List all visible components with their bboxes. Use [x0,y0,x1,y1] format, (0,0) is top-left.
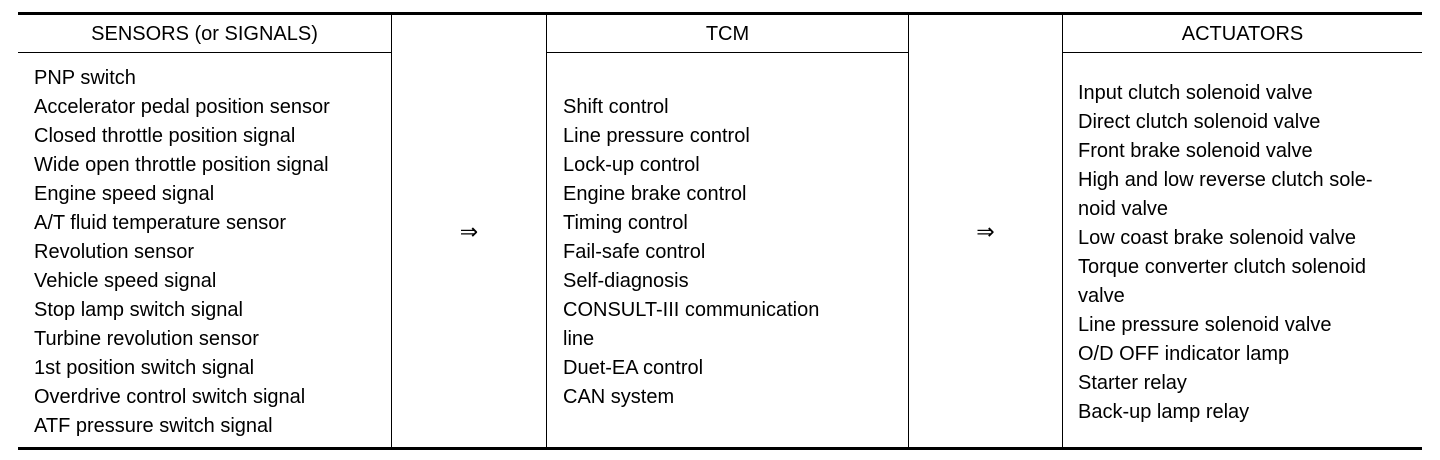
tcm-header: TCM [547,15,908,53]
list-item: Input clutch solenoid valve [1078,82,1313,104]
list-item: Fail-safe control [563,241,706,263]
list-item: Duet-EA control [563,357,704,379]
arrow-column-1: ⇒ [391,15,547,447]
right-arrow-icon: ⇒ [976,220,995,245]
list-item: Engine brake control [563,183,747,205]
list-item: Low coast brake solenoid valve [1078,227,1356,249]
list-item: Torque converter clutch solenoid [1078,256,1366,278]
list-item: CAN system [563,386,675,408]
list-item: Self-diagnosis [563,270,689,292]
list-item: Line pressure solenoid valve [1078,314,1332,336]
list-item: line [563,328,595,350]
right-arrow-icon: ⇒ [459,220,479,245]
list-item: Lock-up control [563,154,700,176]
list-item: noid valve [1078,198,1169,220]
list-item: Shift control [563,96,669,118]
list-item: Accelerator pedal position sensor [34,96,330,118]
list-item: Wide open throttle position signal [34,154,329,176]
list-item: Overdrive control switch signal [34,386,306,408]
arrow-column-2: ⇒ [908,15,1063,447]
list-item: PNP switch [34,67,136,89]
list-item: High and low reverse clutch sole- [1078,169,1373,191]
list-item: Revolution sensor [34,241,195,263]
list-item: Stop lamp switch signal [34,299,243,321]
list-item: Vehicle speed signal [34,270,217,292]
list-item: Front brake solenoid valve [1078,140,1313,162]
list-item: ATF pressure switch signal [34,415,273,437]
list-item: Closed throttle position signal [34,125,296,147]
list-item: Starter relay [1078,372,1187,394]
list-item: Engine speed signal [34,183,215,205]
list-item: Line pressure control [563,125,750,147]
list-item: A/T fluid temperature sensor [34,212,286,234]
list-item: Timing control [563,212,688,234]
list-item: valve [1078,285,1125,307]
list-item: CONSULT-III communication [563,299,820,321]
sensors-header: SENSORS (or SIGNALS) [18,15,391,53]
list-item: Direct clutch solenoid valve [1078,111,1321,133]
list-item: 1st position switch signal [34,357,255,379]
list-item: Back-up lamp relay [1078,401,1250,423]
list-item: O/D OFF indicator lamp [1078,343,1290,365]
list-item: Turbine revolution sensor [34,328,259,350]
actuators-header: ACTUATORS [1063,15,1422,53]
